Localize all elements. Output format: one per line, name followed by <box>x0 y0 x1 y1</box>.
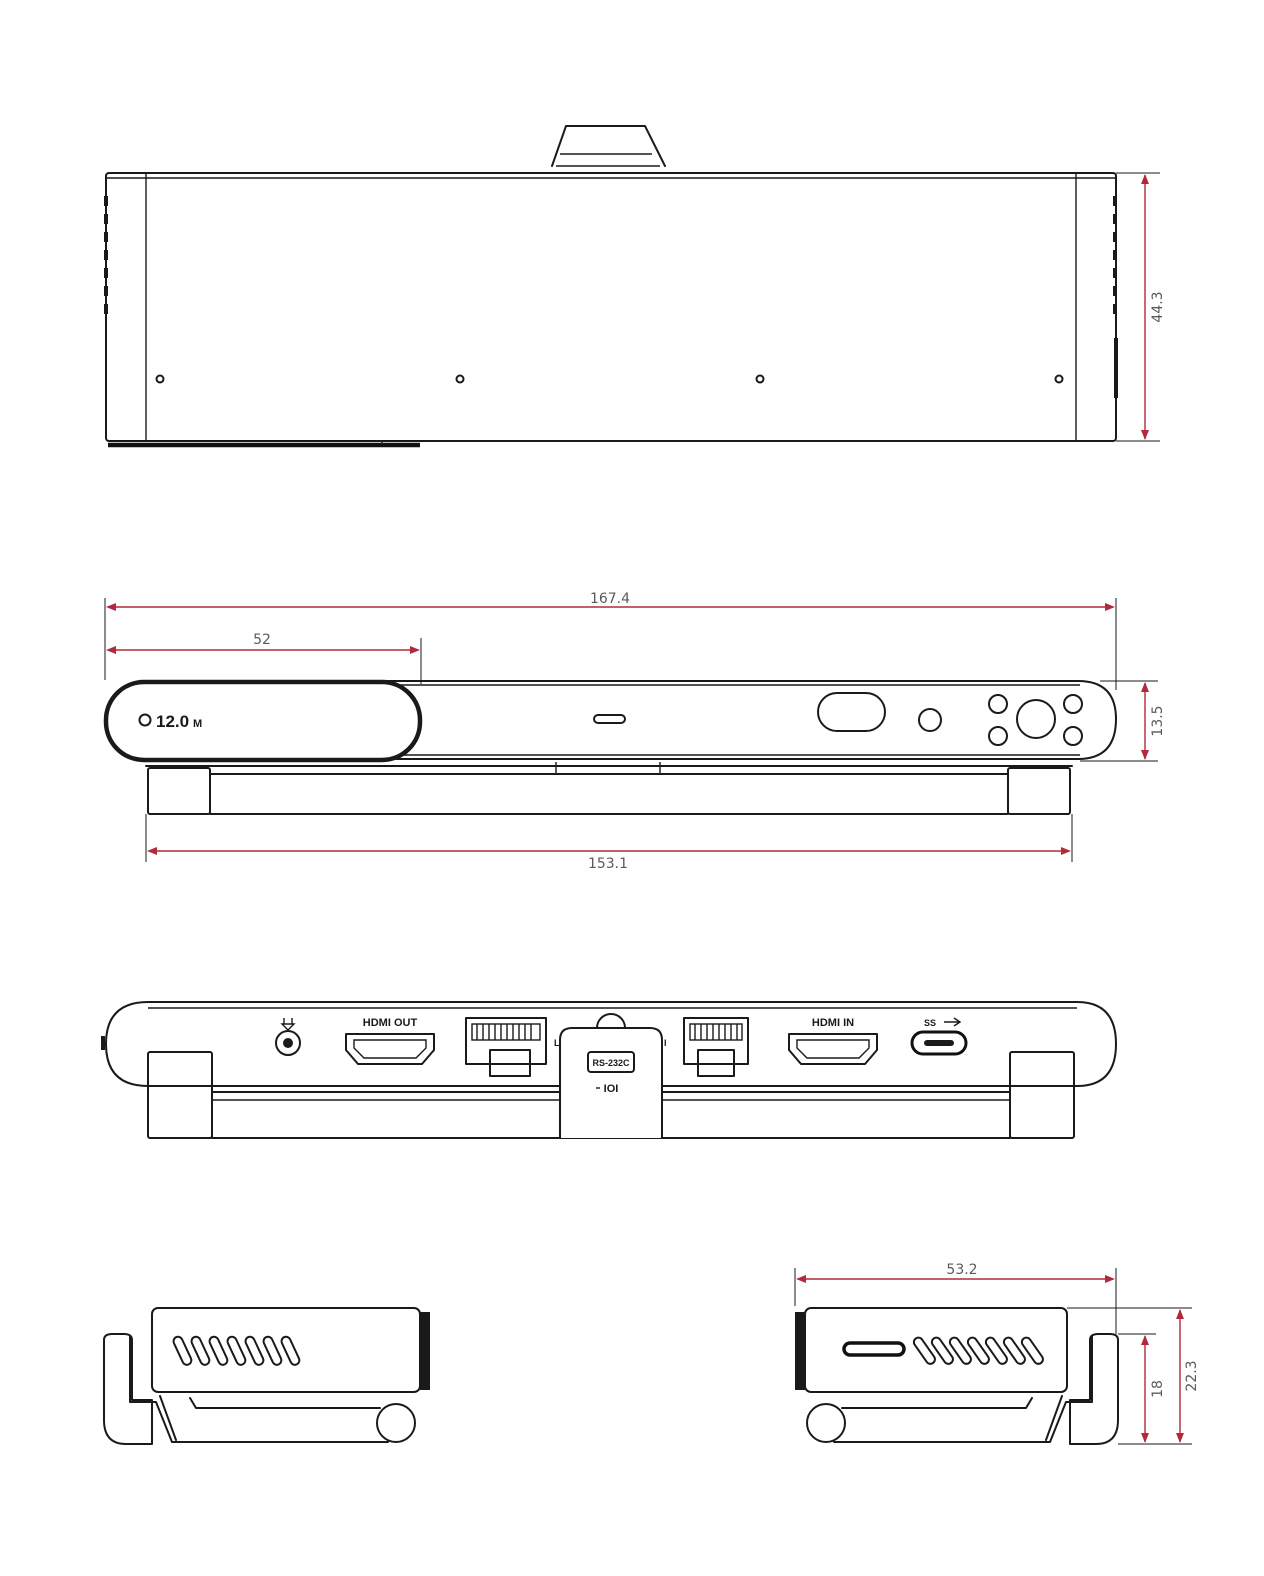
lan-left-label: L <box>554 1038 560 1048</box>
dc-power-jack <box>275 1030 301 1056</box>
top-left-vents <box>104 196 108 314</box>
power-icon <box>280 1018 296 1031</box>
dim-label-167-4: 167.4 <box>590 591 630 607</box>
dim-label-22-3: 22.3 <box>1184 1360 1200 1391</box>
dim-label-13-5: 13.5 <box>1150 705 1166 736</box>
hdmi-out-port <box>345 1033 435 1065</box>
screw-hole <box>755 374 765 384</box>
rs232c-port <box>587 1051 635 1073</box>
left-side-vents <box>172 1335 301 1366</box>
dim-camera-width: 52 <box>106 632 422 684</box>
top-view: 44.3 <box>104 125 1166 448</box>
camera-label: 12.0 <box>156 712 189 731</box>
dim-stand-width: 153.1 <box>145 814 1073 872</box>
hdmi-in-port <box>788 1033 878 1065</box>
hdmi-out-label: HDMI OUT <box>363 1017 418 1029</box>
camera-module <box>103 679 423 763</box>
usb-icon <box>944 1017 962 1027</box>
sensor-window <box>817 692 886 732</box>
front-view: 167.4 52 13.5 12.0 M <box>103 591 1166 872</box>
dim-side-depth: 53.2 <box>794 1262 1117 1334</box>
lan-port-right <box>683 1017 749 1065</box>
side-slot <box>842 1341 906 1357</box>
top-right-vents <box>1113 196 1118 398</box>
lan-right-label: I <box>664 1038 667 1048</box>
screw-hole <box>155 374 165 384</box>
hinge-roller <box>806 1403 846 1443</box>
dim-top-height: 44.3 <box>1116 172 1166 442</box>
left-side-view <box>103 1307 430 1445</box>
dim-side-total-height: 22.3 <box>1067 1307 1200 1443</box>
dim-front-height: 13.5 <box>1080 680 1166 762</box>
rs232c-bracket <box>559 1027 663 1138</box>
dim-label-153-1: 153.1 <box>588 856 628 872</box>
dim-side-body-height: 18 <box>1118 1333 1192 1445</box>
screw-hole <box>455 374 465 384</box>
dim-label-44-3: 44.3 <box>1150 291 1166 322</box>
dim-label-53-2: 53.2 <box>946 1262 977 1278</box>
hinge-roller <box>376 1403 416 1443</box>
screw-hole <box>1054 374 1064 384</box>
dim-label-52: 52 <box>253 632 271 648</box>
rear-view: HDMI OUT L RS-232C IOI I <box>101 1001 1117 1139</box>
center-lens <box>1016 699 1056 739</box>
ioi-label: IOI <box>604 1083 619 1095</box>
hdmi-in-label: HDMI IN <box>812 1017 854 1029</box>
right-side-view: 53.2 18 22 <box>794 1262 1200 1445</box>
mic-slot <box>593 714 626 724</box>
rs232c-label: RS-232C <box>592 1058 630 1068</box>
usb-c-port <box>910 1030 968 1056</box>
usb-logo: SS <box>924 1018 936 1028</box>
sensor-dot <box>918 708 942 732</box>
led-indicator <box>138 713 152 727</box>
dim-label-18: 18 <box>1150 1380 1166 1398</box>
right-side-vents <box>912 1336 1044 1365</box>
dim-overall-width: 167.4 <box>104 591 1117 690</box>
lan-port-left <box>465 1017 547 1065</box>
camera-label-suffix: M <box>193 718 202 730</box>
